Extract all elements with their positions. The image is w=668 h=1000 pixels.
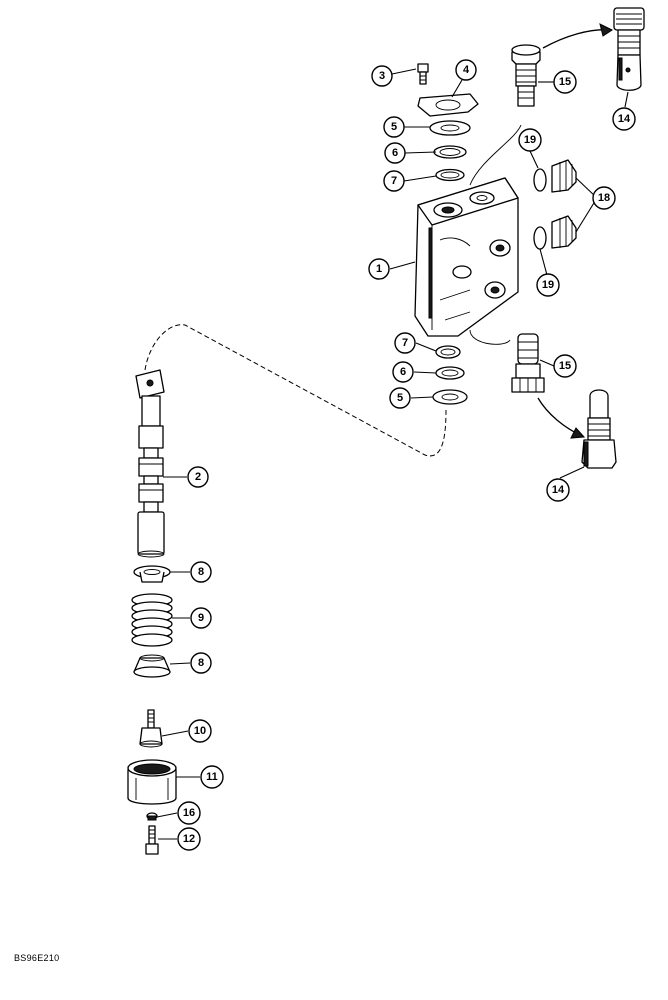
part-7-bottom-oring (435, 345, 461, 359)
part-3-screw (417, 63, 429, 85)
callout-12: 12 (177, 827, 201, 851)
part-5-top-washer (429, 120, 471, 136)
assembly-path-dashed (144, 324, 447, 457)
callout-10: 10 (188, 719, 212, 743)
callout-9: 9 (190, 607, 212, 629)
arrow-head-top (599, 23, 613, 37)
svg-text:8: 8 (198, 566, 204, 578)
part-12-cap-screw (145, 825, 159, 855)
callout-14-top: 14 (612, 107, 636, 131)
part-18-bottom-plug (551, 215, 577, 249)
callout-19-bottom: 19 (536, 273, 560, 297)
part-6-top-backup-ring (433, 145, 467, 159)
svg-text:6: 6 (392, 147, 398, 159)
svg-text:19: 19 (542, 279, 554, 291)
svg-text:5: 5 (391, 121, 397, 133)
callout-1: 1 (368, 258, 390, 280)
part-18-top-plug (551, 159, 577, 193)
svg-text:4: 4 (463, 64, 470, 76)
svg-text:10: 10 (194, 725, 206, 737)
part-14-bottom-relief-cartridge (581, 389, 617, 469)
part-15-bottom-plug (511, 333, 545, 393)
svg-text:15: 15 (559, 360, 571, 372)
svg-text:12: 12 (183, 833, 195, 845)
callout-2: 2 (187, 466, 209, 488)
part-16-lock-washer (146, 812, 158, 821)
part-8-bottom-spring-seat (133, 654, 171, 678)
part-7-top-oring (435, 168, 465, 182)
svg-text:14: 14 (552, 484, 565, 496)
svg-text:18: 18 (598, 192, 610, 204)
arrow-head-bottom (570, 427, 586, 439)
part-9-spring (131, 593, 173, 647)
svg-text:7: 7 (402, 337, 408, 349)
callout-18: 18 (592, 186, 616, 210)
svg-text:5: 5 (397, 392, 403, 404)
assembly-path-right (469, 124, 522, 345)
callout-6-top: 6 (384, 142, 406, 164)
svg-text:6: 6 (400, 366, 406, 378)
svg-text:16: 16 (183, 807, 195, 819)
part-1-valve-section-body (414, 177, 519, 337)
figure-code: BS96E210 (14, 953, 60, 963)
callout-15-top: 15 (553, 70, 577, 94)
svg-text:2: 2 (195, 471, 201, 483)
svg-text:7: 7 (391, 175, 397, 187)
callout-3: 3 (371, 65, 393, 87)
callout-15-bottom: 15 (553, 354, 577, 378)
part-19-bottom-oring (533, 226, 547, 250)
part-4-cover-plate (417, 93, 479, 117)
callout-7-top: 7 (383, 170, 405, 192)
part-19-top-oring (533, 168, 547, 192)
part-10-retainer-bolt (139, 709, 163, 748)
callout-19-top: 19 (518, 128, 542, 152)
callout-8-top: 8 (190, 561, 212, 583)
svg-text:19: 19 (524, 134, 536, 146)
callout-16: 16 (177, 801, 201, 825)
callout-6-bottom: 6 (392, 361, 414, 383)
callout-4: 4 (455, 59, 477, 81)
part-5-bottom-washer (432, 389, 468, 405)
svg-text:9: 9 (198, 612, 204, 624)
callout-14-bottom: 14 (546, 478, 570, 502)
part-14-top-relief-cartridge (613, 7, 645, 91)
callout-8-bottom: 8 (190, 652, 212, 674)
svg-text:11: 11 (206, 771, 218, 783)
callout-5-bottom: 5 (389, 387, 411, 409)
leader-lines (156, 68, 629, 840)
part-6-bottom-backup-ring (435, 366, 465, 380)
part-2-spool (135, 369, 165, 558)
svg-text:1: 1 (376, 263, 382, 275)
svg-text:8: 8 (198, 657, 204, 669)
part-15-top-plug (511, 44, 541, 107)
callout-7-bottom: 7 (394, 332, 416, 354)
callout-11: 11 (200, 765, 224, 789)
part-8-top-spring-seat (133, 565, 171, 583)
svg-text:14: 14 (618, 113, 631, 125)
svg-text:3: 3 (379, 70, 385, 82)
svg-text:15: 15 (559, 76, 571, 88)
callout-5-top: 5 (383, 116, 405, 138)
part-11-end-cap (127, 759, 177, 805)
